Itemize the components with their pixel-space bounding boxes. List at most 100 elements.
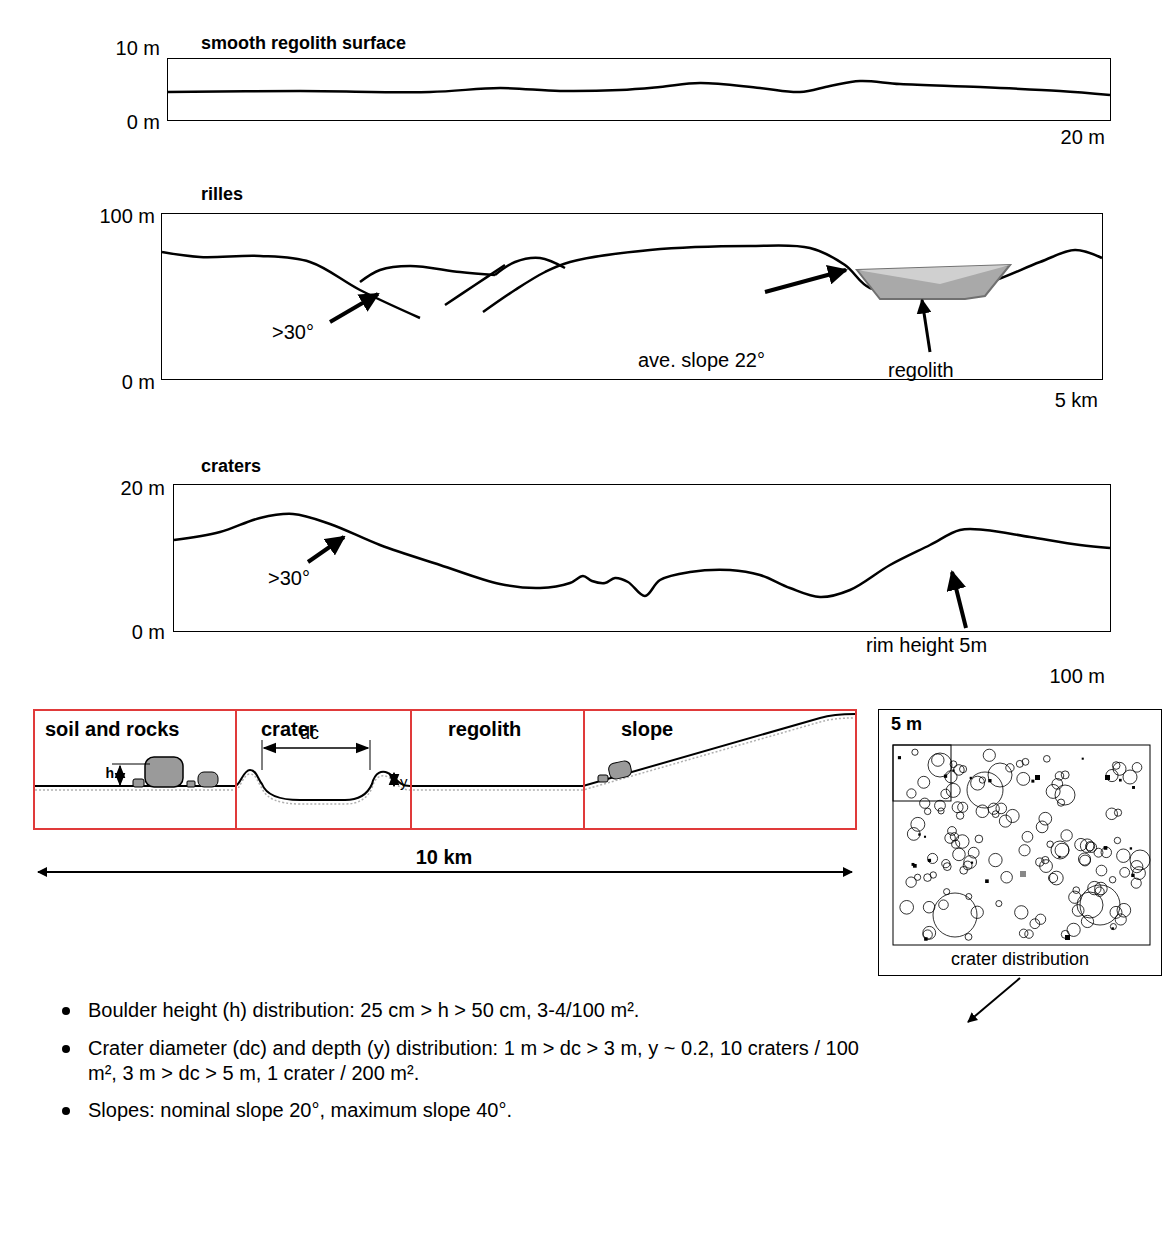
depth-dimension xyxy=(393,773,395,786)
leader-arrow xyxy=(952,572,966,628)
crater-circle xyxy=(912,749,918,755)
crater-circle xyxy=(1110,924,1116,930)
crater-circle xyxy=(1096,865,1107,876)
profile-line xyxy=(445,265,505,305)
axis-or-callout-label: regolith xyxy=(888,358,954,383)
axis-or-callout-label: >30° xyxy=(272,320,314,345)
crater-circle xyxy=(996,901,1002,907)
node-caption: crater distribution xyxy=(879,949,1161,971)
profile-panel: craters xyxy=(173,484,1111,632)
dimension-label: 10 km xyxy=(412,845,477,870)
crater-circle xyxy=(1106,769,1118,781)
crater-circle xyxy=(1015,906,1028,919)
crater-circle xyxy=(924,808,930,814)
boulder-mark xyxy=(898,756,901,759)
crater-circle xyxy=(918,776,930,788)
boulder-mark xyxy=(952,769,954,771)
boulder xyxy=(133,779,144,787)
crater-pattern xyxy=(898,749,1150,941)
crater-circle xyxy=(950,761,957,768)
boulder xyxy=(608,760,633,780)
crater-circle xyxy=(1094,848,1103,857)
crater-circle xyxy=(1046,784,1060,798)
bullet-note: Slopes: nominal slope 20°, maximum slope… xyxy=(88,1098,512,1123)
profile-panel: smooth regolith surface xyxy=(167,58,1111,121)
crater-circle xyxy=(1047,841,1054,848)
boulder-mark xyxy=(1104,846,1108,850)
leader-arrow xyxy=(330,294,378,322)
crater-circle xyxy=(1055,772,1063,780)
boulder xyxy=(145,757,183,787)
crater-circle xyxy=(960,766,967,773)
axis-or-callout-label: 0 m xyxy=(132,620,165,645)
boulder-mark xyxy=(1020,871,1026,877)
crater-circle xyxy=(965,933,972,940)
crater-circle xyxy=(1086,842,1096,852)
crater-circle xyxy=(956,835,969,848)
crater-circle xyxy=(1017,772,1030,785)
boulder-mark xyxy=(1119,779,1122,782)
boulder-mark xyxy=(1130,847,1132,849)
boulder-mark xyxy=(1105,775,1110,780)
axis-or-callout-label: ave. slope 22° xyxy=(638,348,765,373)
node-title: rilles xyxy=(201,184,243,206)
crater-circle xyxy=(952,802,963,813)
crater-circle xyxy=(1055,785,1075,805)
boulder xyxy=(598,775,608,782)
node-title: slope xyxy=(621,717,673,741)
boulder xyxy=(187,781,195,787)
crater-circle xyxy=(1019,845,1030,856)
node-title: soil and rocks xyxy=(45,717,180,741)
profile-panel: rilles xyxy=(161,213,1103,380)
crater-circle xyxy=(1117,849,1130,862)
crater-circle xyxy=(996,803,1007,814)
boulder-mark xyxy=(1132,786,1135,789)
crater-circle xyxy=(1077,892,1103,918)
boulder-mark xyxy=(918,833,920,835)
crater-circle xyxy=(900,900,914,914)
bullet xyxy=(62,1107,70,1115)
boulder-mark xyxy=(924,937,928,941)
profile-curves xyxy=(162,81,1110,597)
terrain-cell: slope xyxy=(583,709,857,830)
crater-circle xyxy=(950,833,958,841)
terrain-cell: soil and rocks xyxy=(33,709,237,830)
boulder-mark xyxy=(970,777,972,779)
crater-circle xyxy=(1006,809,1019,822)
crater-circle xyxy=(1022,831,1033,842)
regolith-fill xyxy=(857,265,1010,299)
crater-circle xyxy=(1001,871,1013,883)
boulder-mark xyxy=(971,862,973,864)
leader-arrow xyxy=(968,978,1020,1022)
crater-circle xyxy=(1036,821,1048,833)
crater-circle xyxy=(988,763,1012,787)
boulder-mark xyxy=(928,859,931,862)
boulder-mark xyxy=(985,879,989,883)
crater-circle xyxy=(1061,830,1072,841)
diameter-dimension xyxy=(264,747,368,749)
crater-circle xyxy=(1130,850,1150,870)
boulder-mark xyxy=(1131,874,1134,877)
crater-circle xyxy=(975,835,983,843)
crater-circle xyxy=(1112,762,1120,770)
crater-circle xyxy=(992,811,999,818)
terrain-cell: crater xyxy=(235,709,412,830)
crater-circle xyxy=(1109,876,1115,882)
dimension-tick xyxy=(370,740,371,770)
boulder-mark xyxy=(1031,780,1034,783)
ground-profile xyxy=(35,714,855,800)
axis-or-callout-label: 0 m xyxy=(127,110,160,135)
node-title: smooth regolith surface xyxy=(201,33,406,55)
crater-circle xyxy=(971,776,985,790)
crater-circle xyxy=(1055,843,1069,857)
crater-circle xyxy=(942,859,950,867)
dimension-label: h xyxy=(105,765,114,783)
boulder-mark xyxy=(988,779,991,782)
crater-circle xyxy=(989,853,1002,866)
boulder-mark xyxy=(1082,758,1084,760)
crater-circle xyxy=(924,874,932,882)
boulder-mark xyxy=(1035,775,1040,780)
crater-circle xyxy=(941,789,951,799)
crater-circle xyxy=(948,827,957,836)
